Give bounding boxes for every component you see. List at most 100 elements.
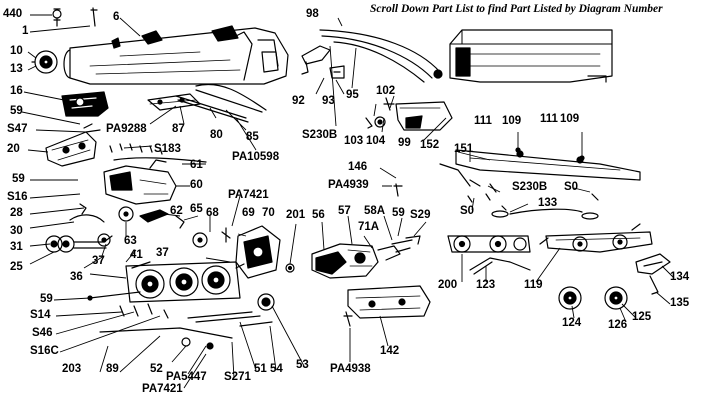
callout-65[interactable]: 65 (190, 203, 203, 215)
callout-119[interactable]: 119 (524, 279, 543, 291)
callout-111-right[interactable]: 111 (540, 113, 558, 125)
callout-95[interactable]: 95 (346, 89, 359, 101)
callout-69[interactable]: 69 (242, 207, 255, 219)
callout-63[interactable]: 63 (124, 235, 137, 247)
callout-200[interactable]: 200 (438, 279, 458, 291)
callout-102[interactable]: 102 (376, 85, 396, 97)
callout-142[interactable]: 142 (380, 345, 400, 357)
callout-85[interactable]: 85 (246, 131, 259, 143)
callout-S271[interactable]: S271 (224, 371, 251, 383)
part-S14-S46-screws (119, 303, 169, 319)
callout-28[interactable]: 28 (10, 207, 23, 219)
callout-125[interactable]: 125 (632, 311, 652, 323)
part-54-rod (239, 321, 273, 327)
callout-60[interactable]: 60 (190, 179, 203, 191)
callout-146[interactable]: 146 (348, 161, 368, 173)
callout-103[interactable]: 103 (344, 135, 364, 147)
part-53-cylinder (257, 293, 275, 311)
callout-71A[interactable]: 71A (358, 221, 380, 233)
callout-109-left[interactable]: 109 (502, 115, 522, 127)
callout-1[interactable]: 1 (22, 25, 29, 37)
part-10-13-smokebox-front (31, 50, 58, 74)
part-6-boiler-shell (63, 25, 289, 85)
callout-151[interactable]: 151 (454, 143, 474, 155)
callout-62[interactable]: 62 (170, 205, 183, 217)
callout-59-top[interactable]: 59 (10, 105, 23, 117)
callout-109-right[interactable]: 109 (560, 113, 580, 125)
callout-54[interactable]: 54 (270, 363, 283, 375)
callout-S47[interactable]: S47 (7, 123, 28, 135)
callout-PA4938[interactable]: PA4938 (330, 363, 371, 375)
callout-S16[interactable]: S16 (7, 191, 28, 203)
callout-S230B-top[interactable]: S230B (302, 129, 338, 141)
callout-S0-left[interactable]: S0 (460, 205, 475, 217)
callout-S183[interactable]: S183 (154, 143, 181, 155)
callout-37-right[interactable]: 37 (156, 247, 169, 259)
callout-25[interactable]: 25 (10, 261, 23, 273)
part-S183-screws (109, 143, 163, 155)
callout-S46[interactable]: S46 (32, 327, 53, 339)
callout-70[interactable]: 70 (262, 207, 275, 219)
callout-57[interactable]: 57 (338, 205, 351, 217)
callout-S230B-bottom[interactable]: S230B (512, 181, 548, 193)
callout-98[interactable]: 98 (306, 8, 319, 20)
callout-51[interactable]: 51 (254, 363, 267, 375)
callout-133[interactable]: 133 (538, 197, 558, 209)
callout-93[interactable]: 93 (322, 95, 335, 107)
callout-123[interactable]: 123 (476, 279, 496, 291)
part-124-wheelset (558, 286, 582, 310)
callout-134[interactable]: 134 (670, 271, 690, 283)
callout-PA5447[interactable]: PA5447 (166, 371, 207, 383)
callout-16[interactable]: 16 (10, 85, 23, 97)
part-S29-screw (405, 235, 421, 245)
callout-41[interactable]: 41 (130, 249, 143, 261)
callout-68[interactable]: 68 (206, 207, 219, 219)
callout-13[interactable]: 13 (10, 63, 23, 75)
callout-20[interactable]: 20 (7, 143, 20, 155)
part-65-screw (175, 215, 185, 229)
callout-92[interactable]: 92 (292, 95, 305, 107)
callout-203[interactable]: 203 (62, 363, 82, 375)
callout-201[interactable]: 201 (286, 209, 306, 221)
callout-124[interactable]: 124 (562, 317, 582, 329)
part-103-screw (365, 117, 373, 129)
part-201-washer (285, 263, 295, 273)
callout-PA7421-top[interactable]: PA7421 (228, 189, 269, 201)
callout-S29[interactable]: S29 (410, 209, 431, 221)
callout-59-mid[interactable]: 59 (12, 173, 25, 185)
callout-PA9288[interactable]: PA9288 (106, 123, 147, 135)
callout-111-left[interactable]: 111 (474, 115, 492, 127)
callout-61[interactable]: 61 (190, 159, 203, 171)
callout-440[interactable]: 440 (3, 8, 23, 20)
callout-53[interactable]: 53 (296, 359, 309, 371)
callout-56[interactable]: 56 (312, 209, 325, 221)
callout-135[interactable]: 135 (670, 297, 690, 309)
part-68-disc (192, 232, 208, 248)
callout-87[interactable]: 87 (172, 123, 185, 135)
callout-59-bottom[interactable]: 59 (40, 293, 53, 305)
callout-PA7421-bottom[interactable]: PA7421 (142, 383, 183, 395)
callout-104[interactable]: 104 (366, 135, 386, 147)
callout-10[interactable]: 10 (10, 45, 23, 57)
callout-6[interactable]: 6 (113, 11, 120, 23)
part-126-wheelset (604, 286, 628, 310)
callout-PA4939[interactable]: PA4939 (328, 179, 369, 191)
callout-30[interactable]: 30 (10, 225, 23, 237)
callout-S16C[interactable]: S16C (30, 345, 59, 357)
callout-99[interactable]: 99 (398, 137, 411, 149)
callout-59-motor[interactable]: 59 (392, 207, 405, 219)
callout-37-left[interactable]: 37 (92, 255, 105, 267)
callout-126[interactable]: 126 (608, 319, 628, 331)
callout-36[interactable]: 36 (70, 271, 83, 283)
callout-58A[interactable]: 58A (364, 205, 386, 217)
callout-S14[interactable]: S14 (30, 309, 51, 321)
part-30-spring (69, 214, 105, 223)
callout-PA10598[interactable]: PA10598 (232, 151, 280, 163)
callout-80[interactable]: 80 (210, 129, 223, 141)
callout-152[interactable]: 152 (420, 139, 440, 151)
callout-89[interactable]: 89 (106, 363, 119, 375)
callout-31[interactable]: 31 (10, 241, 23, 253)
callout-52[interactable]: 52 (150, 363, 163, 375)
callout-S0-right[interactable]: S0 (564, 181, 579, 193)
part-99-motor-bracket (395, 101, 453, 131)
